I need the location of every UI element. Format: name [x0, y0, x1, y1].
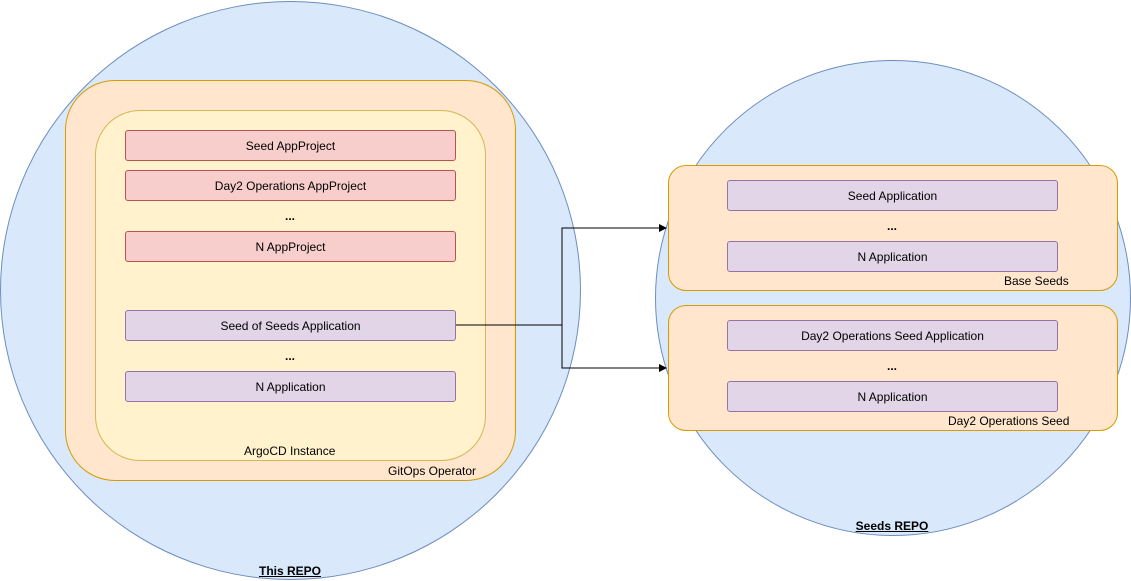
gitops-operator-label: GitOps Operator [388, 464, 477, 478]
seeds-repo-label: Seeds REPO [855, 519, 929, 533]
seeds-repo-circle [655, 60, 1131, 536]
applications-ellipsis: ... [284, 349, 295, 363]
base-seeds-label: Base Seeds [1004, 274, 1069, 288]
seed-of-seeds-application-box[interactable]: Seed of Seeds Application [125, 310, 456, 341]
n-appproject-box[interactable]: N AppProject [125, 231, 456, 262]
arrow-to-base-seeds [456, 224, 667, 326]
seed-appproject-box[interactable]: Seed AppProject [125, 130, 456, 161]
day2-operations-appproject-box[interactable]: Day2 Operations AppProject [125, 170, 456, 201]
this-repo-label: This REPO [258, 564, 321, 578]
base-seeds-ellipsis: ... [886, 219, 897, 233]
base-seeds-n-application-box[interactable]: N Application [727, 241, 1058, 272]
seed-application-box[interactable]: Seed Application [727, 180, 1058, 211]
day2-operations-seed-application-box[interactable]: Day2 Operations Seed Application [727, 320, 1058, 351]
arrow-to-day2-seed [561, 325, 667, 372]
day2-seed-n-application-box[interactable]: N Application [727, 381, 1058, 412]
appprojects-ellipsis: ... [284, 209, 295, 223]
argocd-instance-label: ArgoCD Instance [244, 444, 336, 458]
day2-seed-ellipsis: ... [886, 359, 897, 373]
n-application-box[interactable]: N Application [125, 371, 456, 402]
argocd-instance-container [95, 110, 486, 461]
day2-operations-seed-label: Day2 Operations Seed [948, 414, 1070, 428]
